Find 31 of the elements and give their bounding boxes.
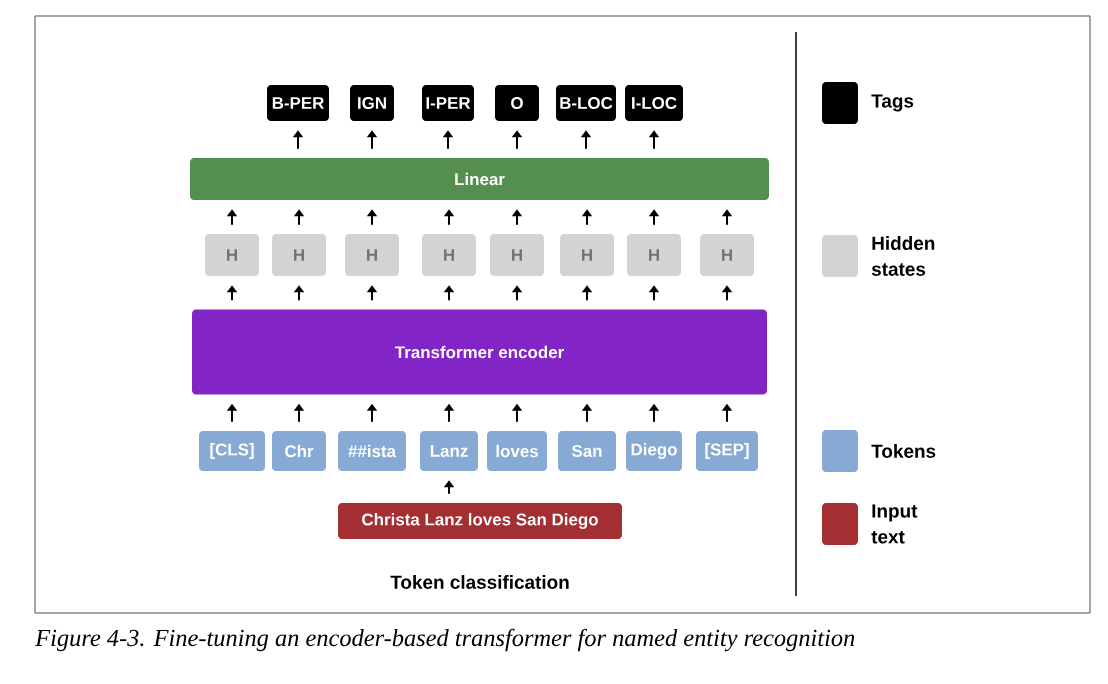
- caption: Figure 4-3. Fine-tuning an encoder-based transformer for named entity recognition: [35, 628, 855, 652]
- figure-label: Token classification: [390, 575, 569, 589]
- hidden-state-box: H: [627, 234, 681, 276]
- hidden-state-box: H: [205, 234, 259, 276]
- legend-label: Input text: [871, 504, 918, 544]
- hidden-state-box: H: [422, 234, 476, 276]
- tag-box: B-LOC: [556, 85, 616, 121]
- encoder-box: Transformer encoder: [192, 309, 767, 395]
- token-box: loves: [487, 431, 547, 471]
- tag-box: I-LOC: [625, 85, 683, 121]
- token-box: ##ista: [338, 431, 406, 471]
- tag-box: B-PER: [267, 85, 329, 121]
- token-box: Diego: [626, 431, 682, 471]
- hidden-state-box: H: [490, 234, 544, 276]
- legend-label: Tags: [871, 94, 914, 112]
- input-text-box: Christa Lanz loves San Diego: [338, 503, 622, 539]
- tag-box: IGN: [350, 85, 394, 121]
- token-box: [SEP]: [696, 431, 758, 471]
- token-box: [CLS]: [199, 431, 265, 471]
- legend-label: Hidden states: [871, 236, 935, 276]
- legend-label: Tokens: [871, 444, 936, 458]
- hidden-state-box: H: [700, 234, 754, 276]
- linear-layer-box: Linear: [190, 158, 769, 200]
- token-box: San: [558, 431, 616, 471]
- tag-box: O: [495, 85, 539, 121]
- hidden-state-box: H: [272, 234, 326, 276]
- hidden-state-box: H: [560, 234, 614, 276]
- tag-box: I-PER: [422, 85, 474, 121]
- token-box: Chr: [272, 431, 326, 471]
- token-box: Lanz: [420, 431, 478, 471]
- hidden-state-box: H: [345, 234, 399, 276]
